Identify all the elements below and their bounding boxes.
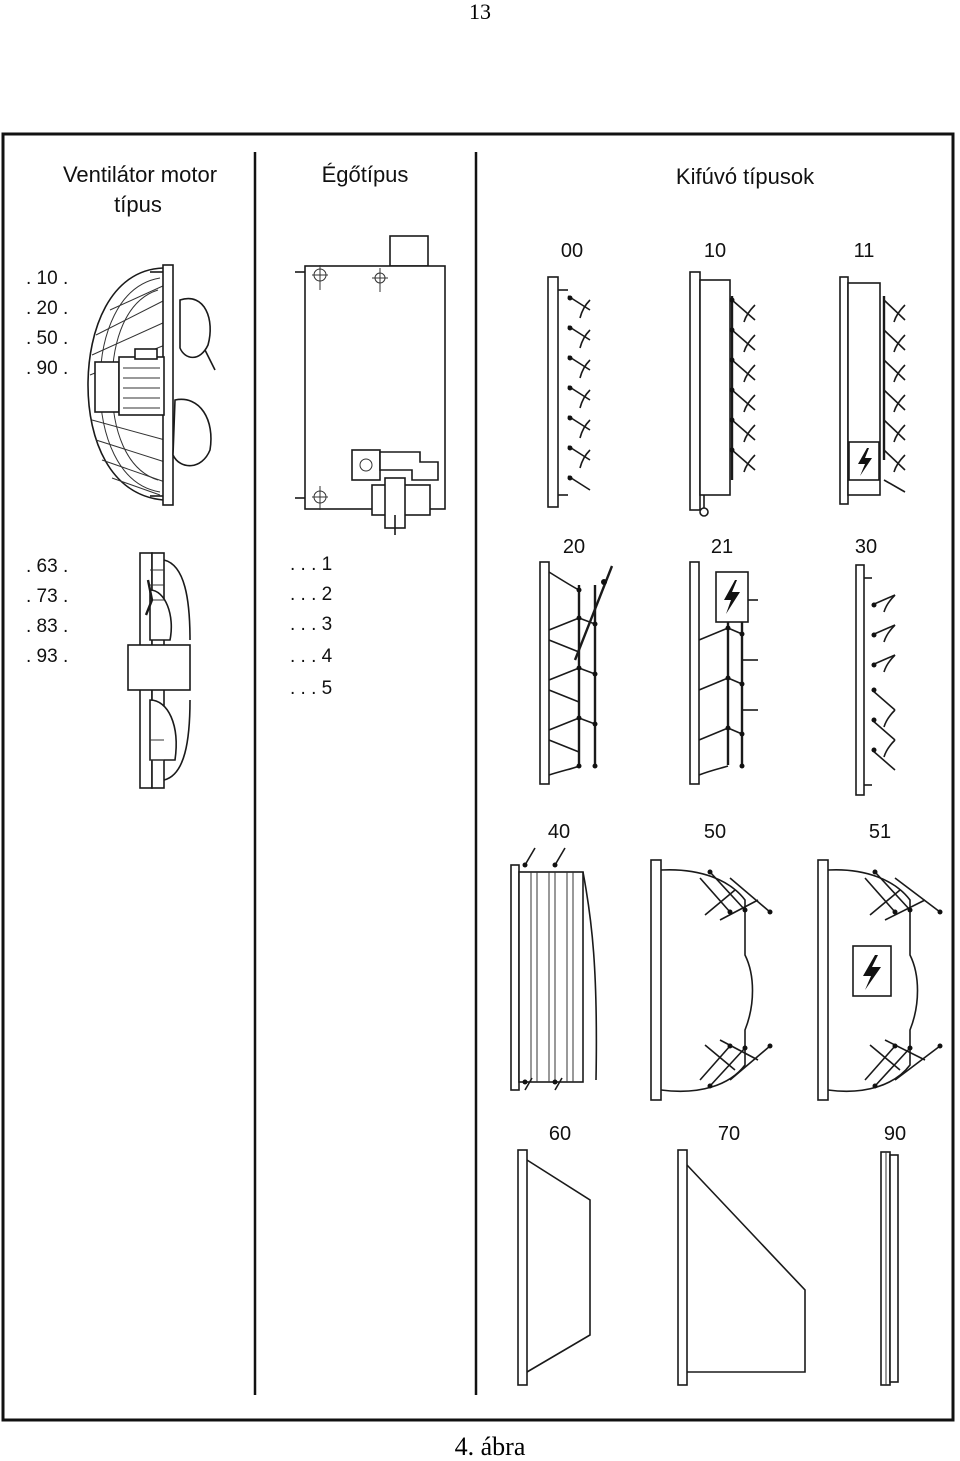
lightning-icon <box>724 580 740 614</box>
burner-column-title: Égőtípus <box>322 162 409 187</box>
motor-code: . 83 . <box>26 616 68 637</box>
outlet-type-20-drawing <box>539 561 614 785</box>
motor-code: . 50 . <box>26 328 68 349</box>
figure-caption: 4. ábra <box>454 1432 526 1461</box>
burner-code: . . . 4 <box>290 646 333 667</box>
motor-code: . 10 . <box>26 268 68 289</box>
outlet-type-label: 10 <box>704 240 726 262</box>
burner-code: . . . 2 <box>290 584 332 605</box>
outlet-type-40-drawing <box>510 847 598 1091</box>
outlet-type-70-drawing <box>677 1149 806 1386</box>
outlet-type-00-drawing <box>547 276 591 508</box>
outlet-type-21-drawing <box>689 561 758 785</box>
outlet-type-label: 21 <box>711 536 733 558</box>
burner-code: . . . 1 <box>290 554 332 575</box>
fan-motor-drawing-1 <box>87 264 216 506</box>
outlet-type-label: 30 <box>855 536 877 558</box>
burner-unit-drawing <box>295 235 446 535</box>
burner-code: . . . 3 <box>290 614 332 635</box>
outlet-type-51-drawing <box>817 859 943 1101</box>
outlet-type-label: 70 <box>718 1123 740 1145</box>
outlet-column-title: Kifúvó típusok <box>676 164 815 189</box>
outlet-type-label: 40 <box>548 821 570 843</box>
lightning-icon <box>858 448 872 476</box>
outlet-type-label: 20 <box>563 536 585 558</box>
outlet-type-label: 51 <box>869 821 891 843</box>
outlet-type-90-drawing <box>880 1151 899 1386</box>
burner-code: . . . 5 <box>290 678 332 699</box>
outlet-type-11-drawing <box>839 276 906 505</box>
motor-column-title-line1: Ventilátor motor <box>63 162 217 187</box>
lightning-icon <box>863 955 881 990</box>
outlet-type-label: 50 <box>704 821 726 843</box>
outlet-type-50-drawing <box>650 859 773 1101</box>
fan-motor-drawing-2 <box>127 552 191 789</box>
page-number: 13 <box>469 0 491 24</box>
motor-code: . 20 . <box>26 298 68 319</box>
outlet-type-30-drawing <box>855 564 896 796</box>
motor-code: . 93 . <box>26 646 68 667</box>
outlet-type-60-drawing <box>517 1149 591 1386</box>
outlet-type-label: 60 <box>549 1123 571 1145</box>
outlet-type-label: 90 <box>884 1123 906 1145</box>
motor-code: . 73 . <box>26 586 68 607</box>
motor-column-title-line2: típus <box>114 192 162 217</box>
motor-code: . 90 . <box>26 358 68 379</box>
outlet-type-label: 11 <box>854 240 875 262</box>
figure-frame <box>1 132 955 1422</box>
motor-code: . 63 . <box>26 556 68 577</box>
outlet-type-label: 00 <box>561 240 583 262</box>
outlet-type-10-drawing <box>689 271 756 517</box>
